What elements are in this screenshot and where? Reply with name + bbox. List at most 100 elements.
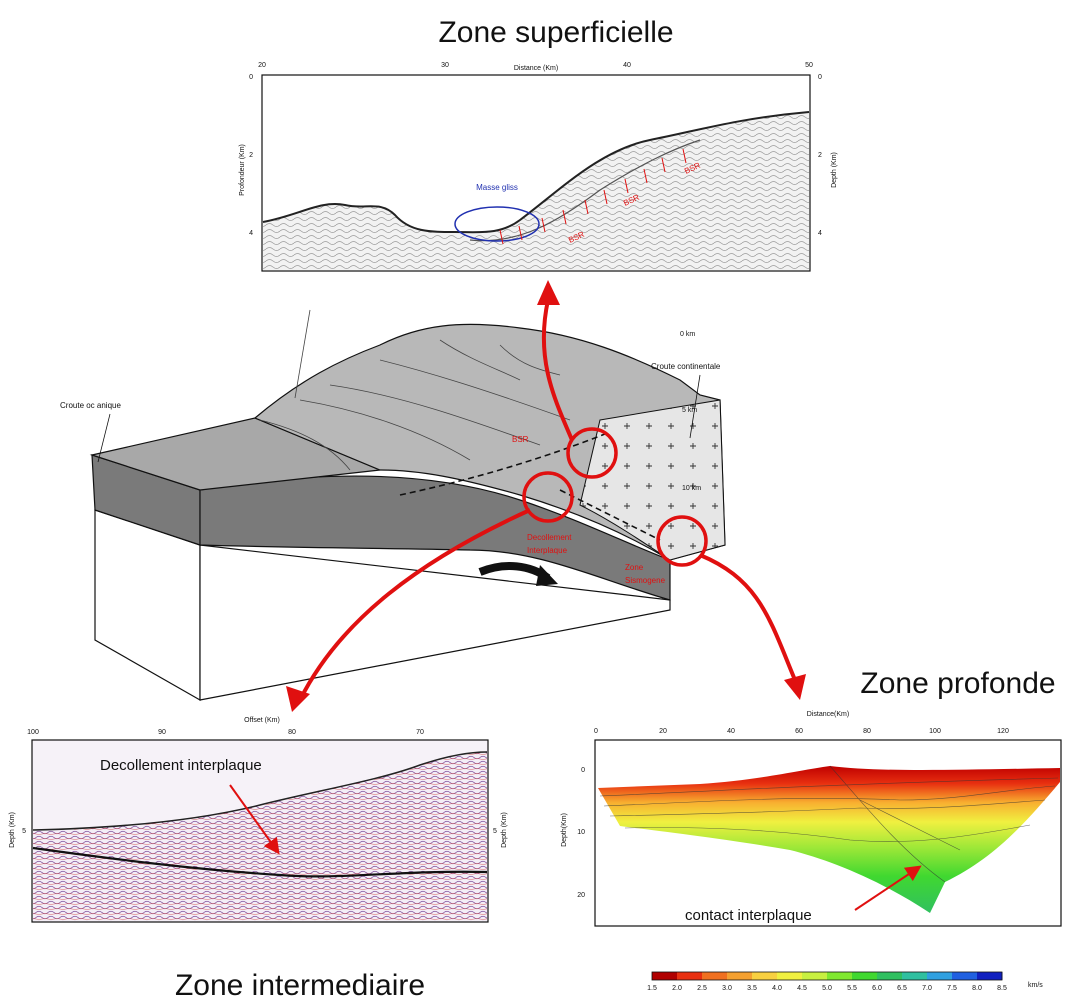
zone-sismogene-label-line1: Zone: [625, 563, 644, 572]
subduction-arrow: [478, 562, 551, 582]
colorbar-tick-label: 1.5: [647, 985, 657, 992]
colorbar-tick-label: 5.0: [822, 985, 832, 992]
block-diagram: Croute oc anique Croute continentale 0 k…: [60, 309, 726, 702]
colorbar-tick-label: 7.0: [922, 985, 932, 992]
top-y-tick-4-left: 4: [249, 230, 253, 237]
top-y-tick-2-right: 2: [818, 152, 822, 159]
colorbar-cell: [952, 972, 978, 980]
depth-label-10: 10 km: [682, 485, 701, 492]
left-seafloor-line: [32, 751, 488, 831]
title-zone-intermediaire: Zone intermediaire: [175, 969, 425, 1000]
arrowhead-right: [784, 674, 806, 700]
colorbar-tick-label: 4.5: [797, 985, 807, 992]
slab-front-face: [199, 475, 671, 601]
colorbar-cell: [827, 972, 853, 980]
colorbar-cell: [702, 972, 728, 980]
colorbar-cell: [877, 972, 903, 980]
right-x-tick-80: 80: [863, 728, 871, 735]
velocity-contours: [599, 765, 1059, 883]
top-seafloor-line: [262, 111, 810, 234]
top-y-tick-4-right: 4: [818, 230, 822, 237]
red-connectors: [298, 299, 797, 701]
colorbar-cells: [651, 971, 1003, 981]
right-y-axis-label: Depth(Km): [561, 813, 568, 847]
left-decollement-reflector: [32, 846, 488, 878]
masse-gliss-label: Masse gliss: [476, 183, 518, 192]
left-seismic-reflections: [33, 752, 487, 921]
left-y-axis-label-right: Depth (Km): [501, 812, 508, 848]
croute-continentale-leader: [689, 374, 701, 439]
continental-crust-face: [579, 399, 726, 561]
top-y-tick-2-left: 2: [249, 152, 253, 159]
colorbar-tick-label: 7.5: [947, 985, 957, 992]
title-zone-superficielle: Zone superficielle: [438, 16, 673, 49]
croute-continentale-label: Croute continentale: [651, 362, 721, 371]
zone-sismogene-label-line2: Sismogene: [625, 576, 666, 585]
top-x-tick-40: 40: [623, 62, 631, 69]
colorbar-cell: [752, 972, 778, 980]
connector-to-top: [541, 299, 574, 441]
croute-oceanique-label: Croute oc anique: [60, 401, 121, 410]
colorbar-cell: [727, 972, 753, 980]
right-x-tick-40: 40: [727, 728, 735, 735]
colorbar-cell: [927, 972, 953, 980]
colorbar-tick-label: 3.5: [747, 985, 757, 992]
top-y-tick-0-right: 0: [818, 74, 822, 81]
right-annotation: contact interplaque: [685, 907, 812, 924]
left-seismic-panel: Decollement interplaque Offset (Km) 100 …: [9, 717, 508, 923]
colorbar-tick-label: 3.0: [722, 985, 732, 992]
right-y-tick-20: 20: [577, 892, 585, 899]
colorbar-tick-label: 6.5: [897, 985, 907, 992]
right-y-tick-0: 0: [581, 767, 585, 774]
arrowhead-top: [537, 280, 560, 305]
title-zone-profonde: Zone profonde: [860, 667, 1055, 700]
masse-gliss-ellipse: [454, 206, 540, 242]
top-x-tick-20: 20: [258, 62, 266, 69]
connector-to-right: [699, 553, 797, 681]
colorbar-cell: [977, 972, 1003, 980]
colorbar-cell: [902, 972, 928, 980]
block-front-base: [199, 544, 671, 701]
decollement-dashed-line: [399, 431, 611, 496]
top-y-left-label: Profondeur (Km): [239, 144, 246, 196]
top-x-axis-label: Distance (Km): [514, 65, 558, 72]
right-x-tick-20: 20: [659, 728, 667, 735]
top-seismic-reflections: [263, 112, 809, 270]
right-x-tick-60: 60: [795, 728, 803, 735]
velocity-model-fill: [598, 766, 1060, 913]
top-bsr-line: [469, 139, 701, 242]
top-y-right-label: Depth (Km): [831, 152, 838, 188]
right-y-tick-10: 10: [577, 829, 585, 836]
bsr-arrows: [499, 148, 687, 245]
colorbar-cell: [652, 972, 678, 980]
colorbar-frame: [651, 971, 1003, 981]
left-x-axis-label: Offset (Km): [244, 717, 280, 724]
right-velocity-panel: contact interplaque Distance(Km) 0 20 40…: [561, 711, 1062, 927]
top-y-tick-0-left: 0: [249, 74, 253, 81]
colorbar-cell: [852, 972, 878, 980]
left-y-axis-label: Depth (Km): [9, 812, 16, 848]
left-y-tick-5-right: 5: [493, 828, 497, 835]
left-annotation: Decollement interplaque: [100, 757, 262, 774]
bsr-block-label: BSR: [512, 435, 529, 444]
left-x-tick-100: 100: [27, 729, 39, 736]
right-annotation-arrow: [854, 865, 922, 911]
connector-to-left: [298, 508, 531, 701]
depth-label-0: 0 km: [680, 331, 695, 338]
colorbar-tick-label: 6.0: [872, 985, 882, 992]
terrain-lines: [259, 309, 571, 471]
left-y-tick-5: 5: [22, 828, 26, 835]
colorbar-tick-label: 2.0: [672, 985, 682, 992]
red-circle-bsr: [566, 427, 618, 479]
decollement-label-line2: Interplaque: [527, 546, 568, 555]
colorbar-tick-label: 5.5: [847, 985, 857, 992]
colorbar-cell: [677, 972, 703, 980]
right-x-tick-0: 0: [594, 728, 598, 735]
colorbar-unit: km/s: [1028, 982, 1043, 989]
right-x-axis-label: Distance(Km): [807, 711, 849, 718]
colorbar-tick-label: 8.5: [997, 985, 1007, 992]
red-circle-sismogene: [656, 515, 708, 567]
